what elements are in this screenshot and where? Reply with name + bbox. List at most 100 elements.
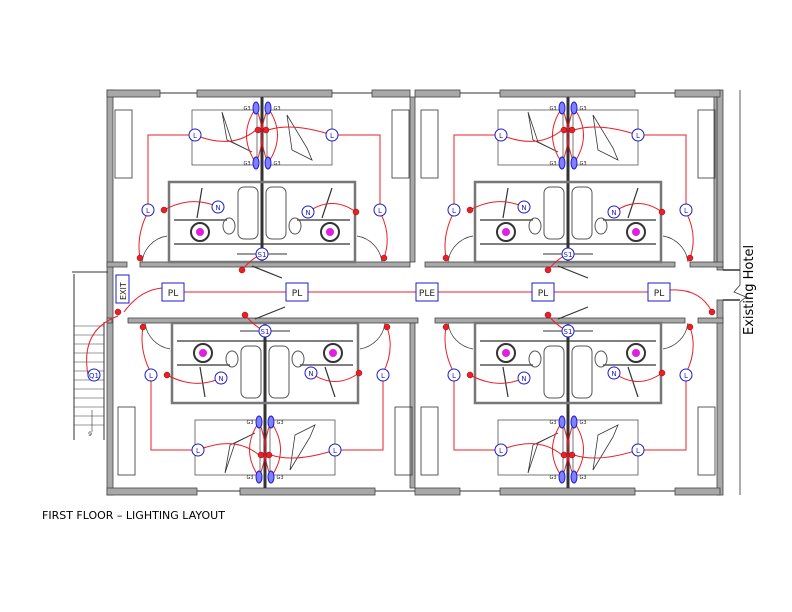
- wiring-line: [552, 107, 584, 164]
- switch-point-icon: [262, 126, 270, 134]
- night-light-symbol: [214, 371, 228, 385]
- luminaire-label: L: [452, 372, 456, 380]
- toilet: [288, 217, 302, 235]
- exit-sign-label: EXIT: [119, 282, 128, 300]
- switch-symbol: [255, 247, 269, 261]
- switch-point-icon: [708, 308, 716, 316]
- exit-sign: [115, 274, 130, 304]
- night-light-label: N: [308, 370, 313, 378]
- switch-point-icon: [568, 451, 576, 459]
- wall: [239, 487, 376, 496]
- luminaire-label: L: [378, 207, 382, 215]
- existing-hotel-label: Existing Hotel: [742, 245, 757, 335]
- bedhead-light-icon: [558, 101, 566, 115]
- bedhead-light-label: G3: [549, 106, 556, 112]
- bathtub: [543, 186, 565, 240]
- switch-point-icon: [114, 308, 122, 316]
- luminaire-label: L: [146, 207, 150, 215]
- bathtub: [265, 186, 287, 240]
- luminaire-symbol: [679, 368, 693, 382]
- toilet: [528, 350, 542, 368]
- drawing-title: FIRST FLOOR – LIGHTING LAYOUT: [42, 509, 225, 522]
- bedhead-light-label: G3: [246, 420, 253, 426]
- night-light-label: N: [611, 209, 616, 217]
- linework: [723, 269, 740, 301]
- wiring-line: [638, 326, 694, 451]
- wiring-line: [552, 421, 584, 478]
- luminaire-symbol: [679, 203, 693, 217]
- luminaire-label: L: [196, 447, 200, 455]
- bed: [266, 109, 333, 166]
- luminaire-label: L: [330, 132, 334, 140]
- bedhead-light-label: G3: [273, 106, 280, 112]
- wardrobe: [391, 109, 410, 179]
- bed: [572, 109, 639, 166]
- switch-point-icon: [136, 254, 144, 262]
- linework: [480, 219, 656, 245]
- bedhead-light-label: G3: [243, 106, 250, 112]
- switch-point-icon: [355, 369, 363, 377]
- bathroom-block: [473, 321, 663, 405]
- night-light-symbol: [607, 366, 621, 380]
- wardrobe: [394, 406, 413, 476]
- switch-point-icon: [658, 208, 666, 216]
- wiring-line: [246, 107, 278, 164]
- wiring-line: [444, 326, 501, 451]
- bedhead-light-icon: [558, 156, 566, 170]
- wardrobe: [420, 406, 439, 476]
- wiring-line: [86, 315, 119, 376]
- luminaire-symbol: [494, 443, 508, 457]
- bedhead-light-icon: [570, 415, 578, 429]
- wiring-line: [141, 326, 198, 451]
- wardrobe: [697, 406, 716, 476]
- sink-light-icon: [502, 228, 510, 236]
- luminaire-label: L: [684, 372, 688, 380]
- bedhead-light-icon: [252, 101, 260, 115]
- switch-point-icon: [686, 254, 694, 262]
- toilet: [594, 350, 608, 368]
- bathroom-block: [170, 321, 360, 405]
- linework: [224, 424, 316, 474]
- bedhead-light-icon: [558, 415, 566, 429]
- luminaire-symbol: [376, 368, 390, 382]
- switch-point-icon: [442, 323, 450, 331]
- corridor-light-label: PL: [168, 289, 178, 299]
- switch-point-icon: [380, 254, 388, 262]
- wall: [414, 487, 461, 496]
- luminaire-label: L: [636, 447, 640, 455]
- luminaire-label: L: [381, 372, 385, 380]
- switch-point-icon: [442, 254, 450, 262]
- wardrobe: [117, 406, 136, 476]
- wall: [499, 487, 636, 496]
- wiring-line: [197, 443, 336, 459]
- switch-point-icon: [265, 451, 273, 459]
- luminaire-symbol: [191, 443, 205, 457]
- night-light-symbol: [301, 205, 315, 219]
- linework: [199, 306, 336, 398]
- corridor-light: [415, 282, 439, 302]
- linework: [527, 424, 619, 474]
- wiring-line: [638, 134, 694, 259]
- wardrobe: [697, 109, 716, 179]
- toilet: [291, 350, 305, 368]
- switch-point-icon: [466, 371, 474, 379]
- night-light-symbol: [517, 371, 531, 385]
- night-light-label: N: [305, 209, 310, 217]
- switch-point-icon: [560, 126, 568, 134]
- bedhead-light-label: G3: [549, 420, 556, 426]
- linework: [502, 306, 639, 398]
- corridor-light: [285, 282, 309, 302]
- switch-point-icon: [544, 311, 552, 319]
- wall: [371, 89, 411, 98]
- wiring-line: [332, 134, 388, 259]
- night-light-label: N: [215, 204, 220, 212]
- bedhead-light-icon: [255, 470, 263, 484]
- wall: [196, 89, 333, 98]
- luminaire-symbol: [144, 368, 158, 382]
- night-light-label: N: [218, 375, 223, 383]
- wall: [106, 487, 198, 496]
